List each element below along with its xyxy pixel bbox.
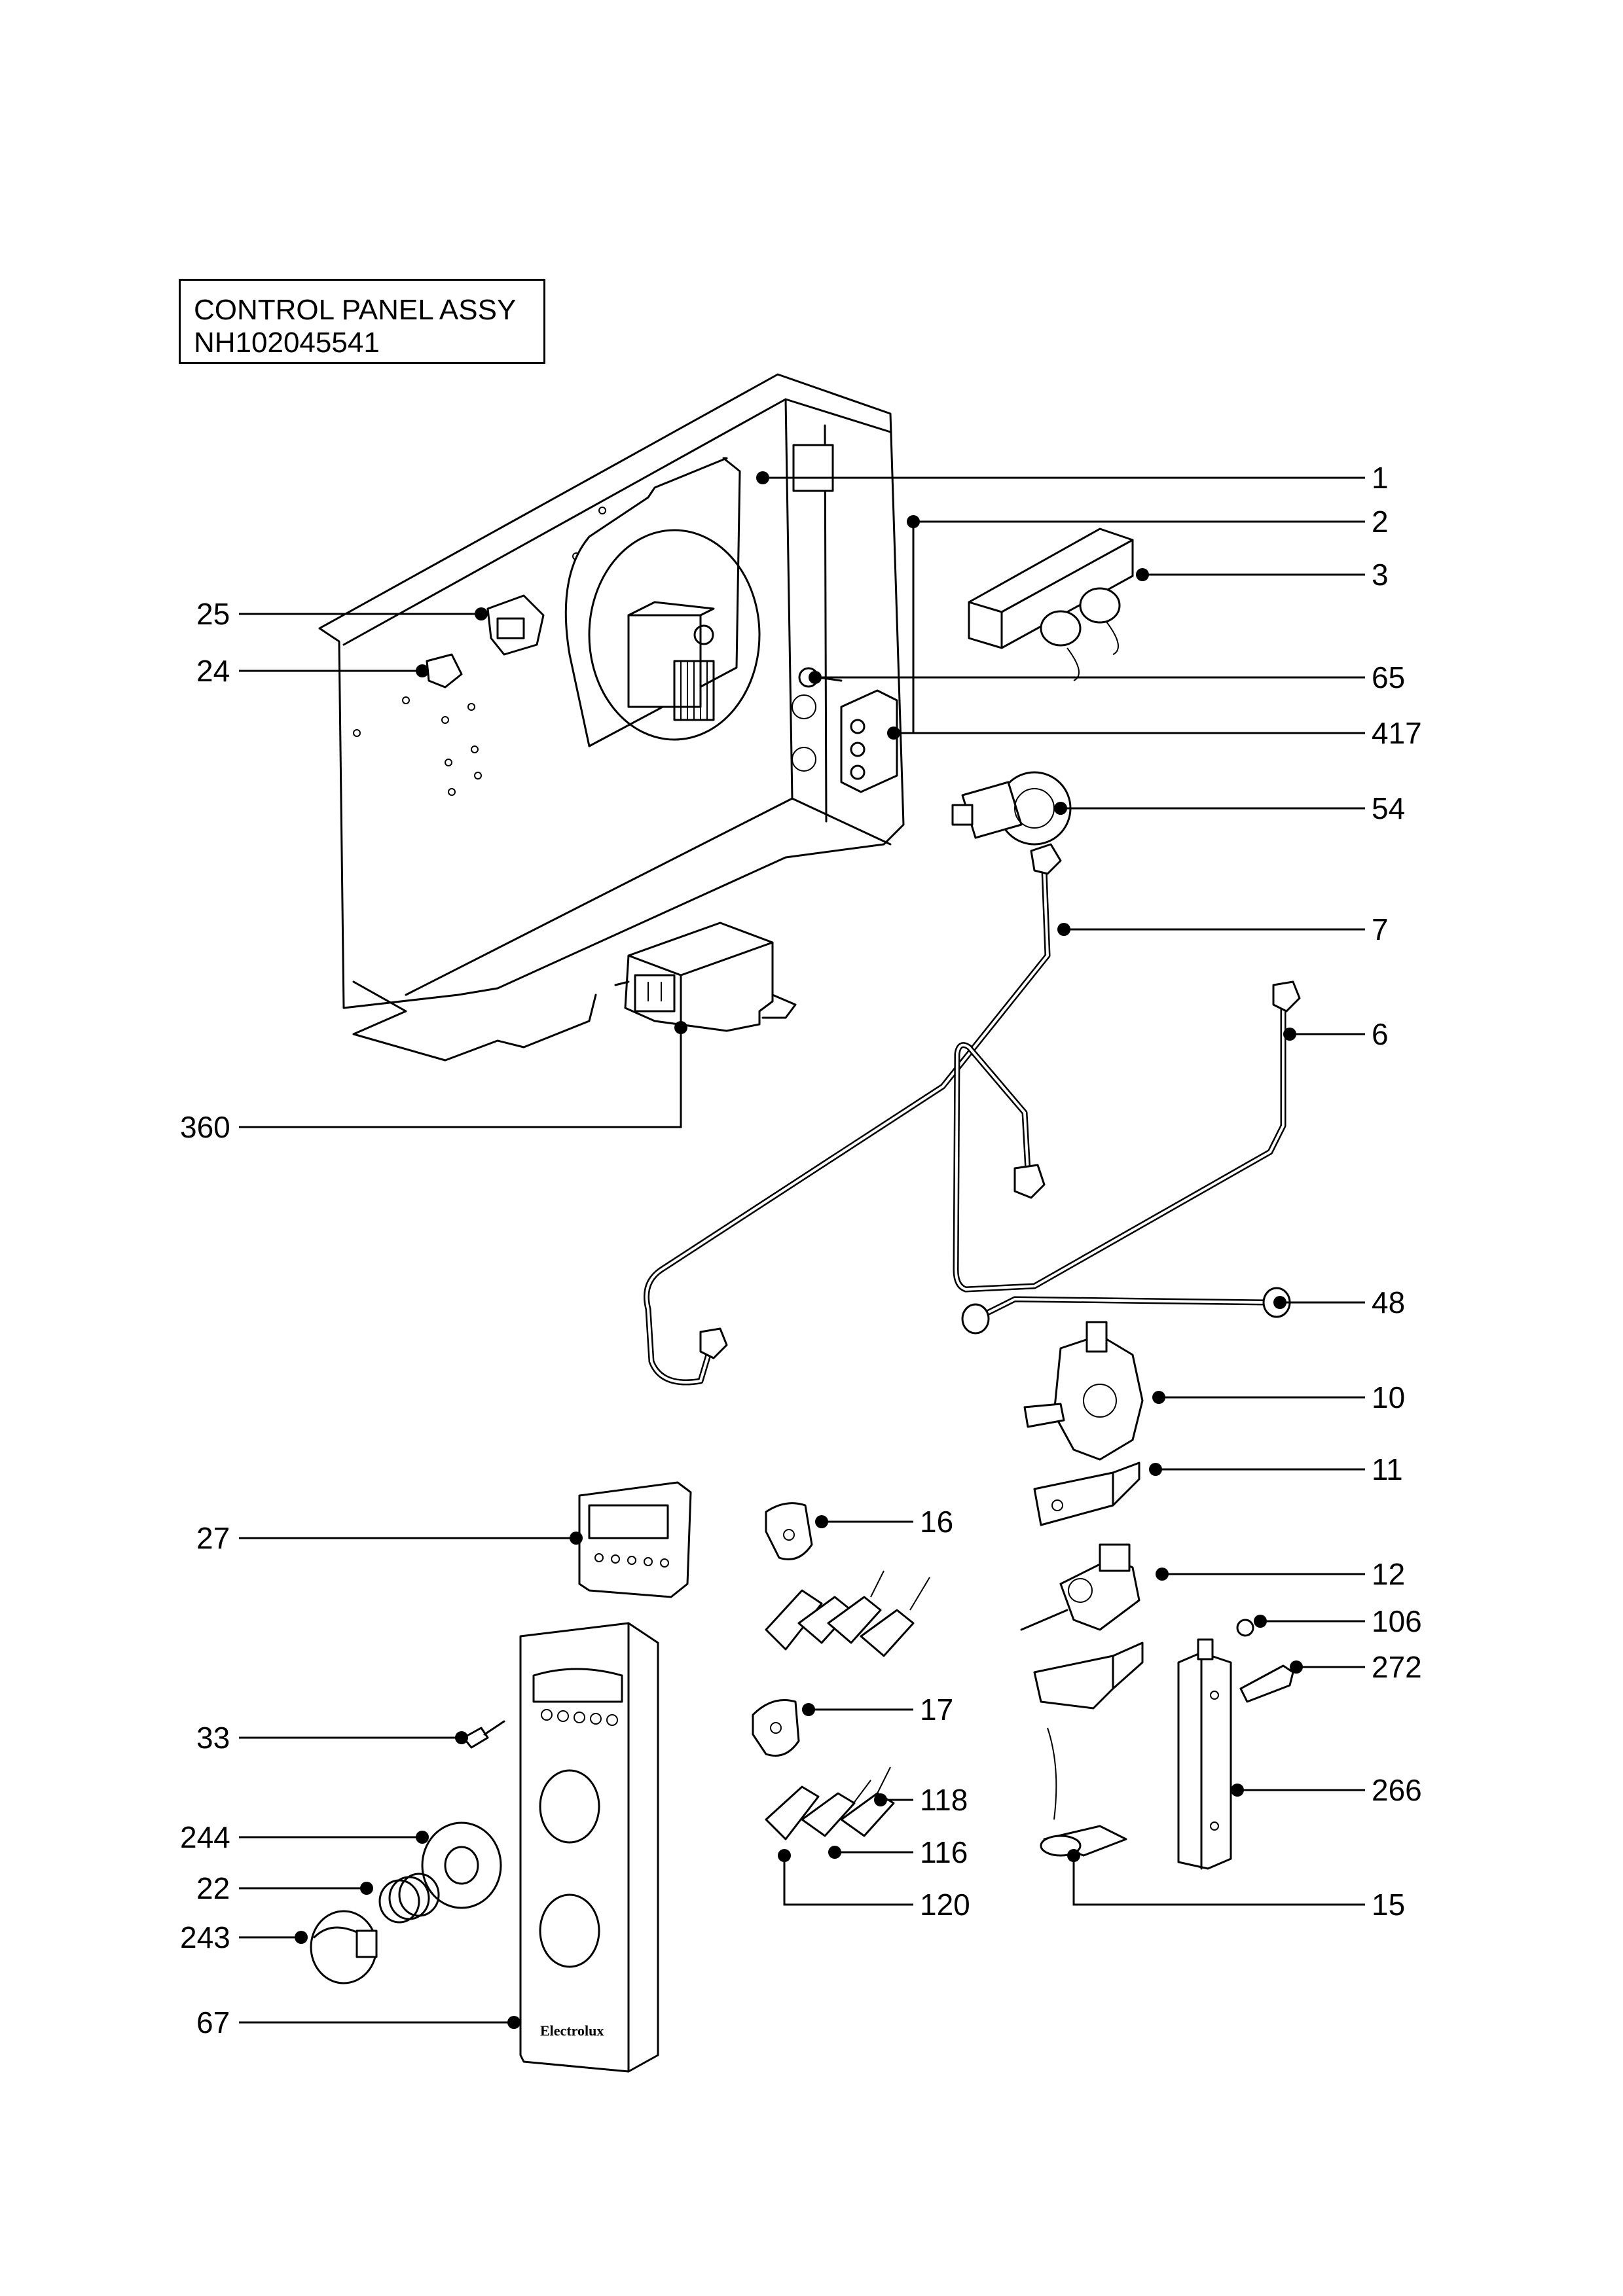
terminal-block	[840, 689, 898, 793]
callout-266: 266	[1372, 1773, 1422, 1807]
front-control-panel: Electrolux	[519, 1622, 659, 2073]
callout-272: 272	[1372, 1650, 1422, 1684]
small-nut	[1236, 1619, 1254, 1637]
callout-116: 116	[920, 1835, 968, 1869]
callout-6: 6	[1372, 1017, 1389, 1051]
gas-tap	[1023, 1321, 1144, 1461]
blower-fan-assembly	[564, 457, 761, 747]
callout-25: 25	[196, 597, 230, 631]
callout-243: 243	[180, 1920, 230, 1954]
gas-regulator	[951, 771, 1072, 846]
callout-27: 27	[196, 1521, 230, 1555]
callout-417: 417	[1372, 716, 1422, 750]
micro-switches-lower	[765, 1767, 895, 1840]
leader-lines	[239, 471, 1365, 2029]
callout-244: 244	[180, 1820, 230, 1854]
callout-120: 120	[920, 1888, 970, 1922]
burner-clip	[1239, 1664, 1294, 1703]
temperature-sensor	[426, 653, 463, 689]
callout-65: 65	[1372, 660, 1405, 694]
knob-16	[765, 1502, 813, 1560]
callout-7: 7	[1372, 912, 1389, 946]
callout-24: 24	[196, 654, 230, 688]
callout-12: 12	[1372, 1557, 1405, 1591]
callout-2: 2	[1372, 505, 1389, 539]
micro-switches-upper	[765, 1570, 930, 1657]
callout-67: 67	[196, 2005, 230, 2039]
callout-16: 16	[920, 1505, 953, 1539]
filter-box	[614, 922, 797, 1032]
callout-10: 10	[1372, 1380, 1405, 1414]
callout-360: 360	[180, 1110, 230, 1144]
panel-logo: Electrolux	[540, 2022, 604, 2039]
callout-48: 48	[1372, 1285, 1405, 1319]
ignition-transformer	[968, 528, 1134, 681]
callout-33: 33	[196, 1721, 230, 1755]
gas-pipe-7	[644, 843, 1062, 1386]
knob-spring	[378, 1873, 440, 1924]
knob-bezel	[421, 1821, 502, 1909]
callout-118: 118	[920, 1783, 968, 1817]
title-box: CONTROL PANEL ASSY NH102045541	[179, 279, 545, 364]
knob-17	[752, 1699, 800, 1757]
title-line-1: CONTROL PANEL ASSY	[194, 294, 517, 326]
burner-bracket	[1177, 1638, 1232, 1870]
thermostat-valve	[1020, 1543, 1140, 1631]
valve-bracket	[1033, 1641, 1144, 1710]
indicator-lamp	[462, 1720, 505, 1749]
callout-17: 17	[920, 1693, 953, 1727]
callout-labels: 1 2 3 25 24 65 417 54 7 6 360 48 10 11 2…	[180, 461, 1422, 2039]
gas-pipe-6	[953, 980, 1301, 1293]
thermostat-switch	[486, 594, 545, 656]
callout-1: 1	[1372, 461, 1389, 495]
thermocouple	[1040, 1727, 1127, 1857]
gas-pipe-48	[961, 1287, 1291, 1335]
callout-11: 11	[1372, 1452, 1403, 1486]
callout-3: 3	[1372, 558, 1389, 592]
tap-bracket	[1033, 1462, 1140, 1526]
callout-22: 22	[196, 1871, 230, 1905]
digital-timer	[578, 1481, 692, 1598]
title-line-2: NH102045541	[194, 327, 380, 359]
callout-15: 15	[1372, 1888, 1405, 1922]
control-knob	[310, 1910, 378, 1984]
callout-106: 106	[1372, 1604, 1422, 1638]
callout-54: 54	[1372, 791, 1405, 825]
